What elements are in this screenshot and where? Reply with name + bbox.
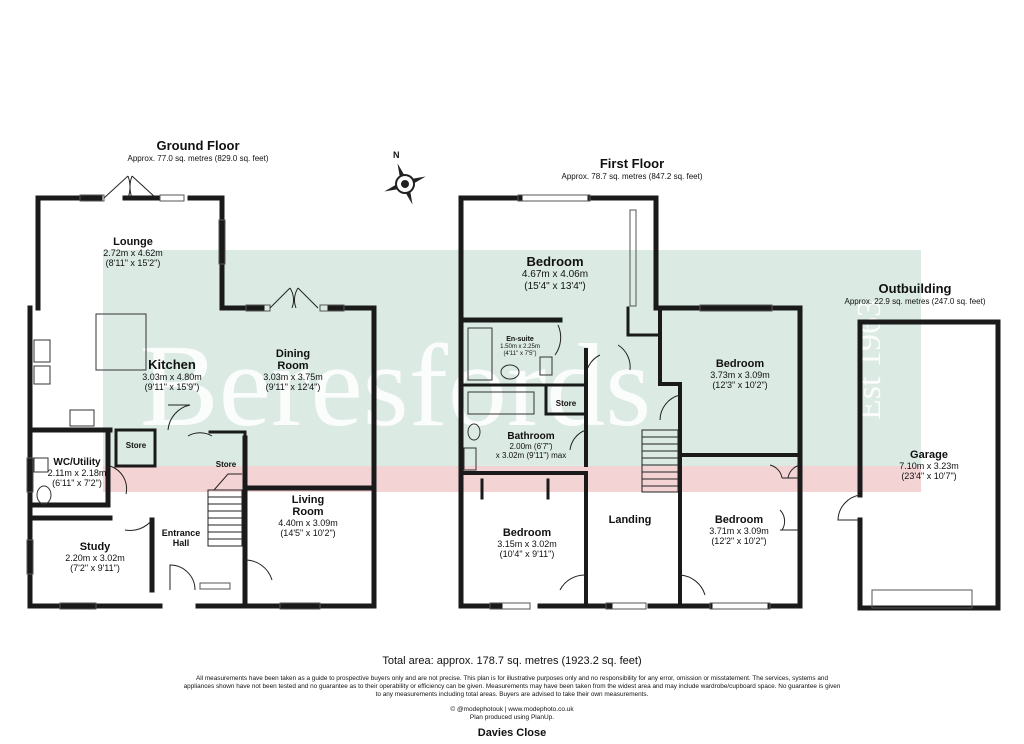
room-dims-imperial: (10'4" x 9'11") — [499, 549, 555, 559]
room-store-ff: Store — [555, 399, 577, 408]
ground-floor-area: Approx. 77.0 sq. metres (829.0 sq. feet) — [127, 154, 269, 163]
first-floor-walls — [458, 195, 803, 609]
ground-floor-walls — [27, 195, 377, 609]
room-wc-utility: WC/Utility 2.11m x 2.18m (6'11" x 7'2") — [37, 457, 117, 488]
room-dims-imperial: (6'11" x 7'2") — [52, 478, 102, 488]
room-entrance-hall: Entrance Hall — [155, 528, 207, 548]
room-landing: Landing — [608, 514, 652, 526]
credit-line1: © @modephotouk | www.modephoto.co.uk — [450, 706, 574, 713]
compass-icon — [384, 163, 426, 205]
room-name-line2: Room — [292, 506, 324, 518]
credit: © @modephotouk | www.modephoto.co.uk Pla… — [412, 706, 612, 722]
credit-line2: Plan produced using PlanUp. — [469, 714, 555, 721]
room-name: Kitchen — [148, 357, 196, 372]
room-study: Study 2.20m x 3.02m (7'2" x 9'11") — [50, 541, 140, 573]
room-name-line2: Hall — [172, 538, 190, 548]
room-name: Lounge — [113, 236, 153, 248]
room-name: WC/Utility — [53, 457, 101, 468]
room-dims-imperial: (9'11" x 15'9") — [144, 382, 200, 392]
room-name-line2: Room — [277, 360, 309, 372]
room-garage: Garage 7.10m x 3.23m (23'4" x 10'7") — [874, 449, 984, 481]
watermark-est: Est 1963 — [851, 300, 888, 420]
room-bedroom-2: Bedroom 3.73m x 3.09m (12'3" x 10'2") — [685, 358, 795, 390]
room-lounge: Lounge 2.72m x 4.62m (8'11" x 15'2") — [78, 236, 188, 268]
room-dims-metric: 3.73m x 3.09m — [710, 370, 770, 380]
room-dims-metric: 4.67m x 4.06m — [521, 269, 589, 280]
room-name: Bedroom — [715, 358, 765, 370]
room-name-line1: Dining — [275, 348, 311, 360]
total-area: Total area: approx. 178.7 sq. metres (19… — [382, 655, 642, 667]
room-dims-metric: 7.10m x 3.23m — [899, 461, 959, 471]
room-dims-metric: 3.71m x 3.09m — [709, 526, 769, 536]
room-bedroom-4: Bedroom 3.71m x 3.09m (12'2" x 10'2") — [684, 514, 794, 546]
room-bathroom: Bathroom 2.00m (6'7") x 3.02m (9'11") ma… — [476, 431, 586, 460]
room-bedroom-1: Bedroom 4.67m x 4.06m (15'4" x 13'4") — [490, 254, 620, 293]
room-living: Living Room 4.40m x 3.09m (14'5" x 10'2"… — [258, 494, 358, 538]
room-name: Garage — [910, 449, 948, 461]
room-name: Bedroom — [502, 527, 552, 539]
room-dims-imperial: (23'4" x 10'7") — [901, 471, 957, 481]
room-dining: Dining Room 3.03m x 3.75m (9'11" x 12'4"… — [243, 348, 343, 392]
outbuilding-area: Approx. 22.9 sq. metres (247.0 sq. feet) — [844, 297, 986, 306]
room-name: Bedroom — [526, 254, 584, 269]
room-name: Study — [79, 541, 111, 553]
room-name: Bathroom — [507, 431, 555, 442]
room-dims-metric: 3.03m x 4.80m — [142, 372, 202, 382]
room-name-line1: Living — [291, 494, 325, 506]
room-en-suite: En-suite 1.50m x 2.25m (4'11" x 7'5") — [492, 336, 548, 358]
fixtures — [33, 313, 553, 505]
room-dims-metric: 3.03m x 3.75m — [263, 372, 323, 382]
room-bedroom-3: Bedroom 3.15m x 3.02m (10'4" x 9'11") — [472, 527, 582, 559]
watermark-band — [103, 250, 921, 492]
room-name: Bedroom — [714, 514, 764, 526]
room-dims-imperial: (9'11" x 12'4") — [265, 382, 321, 392]
room-dims-imperial: x 3.02m (9'11") max — [495, 451, 567, 460]
room-name: En-suite — [506, 336, 534, 343]
room-dims-metric: 3.15m x 3.02m — [497, 539, 557, 549]
room-dims-imperial: (12'3" x 10'2") — [712, 380, 768, 390]
outbuilding-title: Outbuilding — [878, 281, 952, 296]
disclaimer-text: All measurements have been taken as a gu… — [183, 675, 841, 698]
first-floor-area: Approx. 78.7 sq. metres (847.2 sq. feet) — [561, 172, 703, 181]
doors — [103, 175, 861, 596]
stairs — [207, 429, 679, 547]
room-dims-imperial: (12'2" x 10'2") — [711, 536, 767, 546]
property-address: Davies Close — [477, 727, 547, 739]
room-dims-imperial: (7'2" x 9'11") — [70, 563, 120, 573]
room-store-1: Store — [125, 441, 147, 450]
room-store-2: Store — [215, 460, 237, 469]
garage-walls — [857, 319, 1001, 611]
ground-floor-title: Ground Floor — [156, 138, 240, 153]
compass-north-label: N — [393, 150, 400, 160]
first-floor-title: First Floor — [599, 156, 665, 171]
room-dims-imperial: (8'11" x 15'2") — [105, 258, 161, 268]
room-dims-metric: 1.50m x 2.25m — [500, 344, 540, 350]
room-dims-imperial: (14'5" x 10'2") — [280, 528, 336, 538]
room-name-line1: Entrance — [161, 528, 201, 538]
room-dims-imperial: (4'11" x 7'5") — [503, 351, 537, 357]
room-dims-metric: 2.11m x 2.18m — [47, 468, 107, 478]
room-dims-metric: 4.40m x 3.09m — [278, 518, 338, 528]
room-dims-imperial: (15'4" x 13'4") — [524, 281, 586, 292]
watermark-pink-strip — [103, 466, 921, 492]
room-dims-metric: 2.72m x 4.62m — [103, 248, 163, 258]
room-dims-metric: 2.00m (6'7") — [509, 442, 553, 451]
room-dims-metric: 2.20m x 3.02m — [65, 553, 125, 563]
room-kitchen: Kitchen 3.03m x 4.80m (9'11" x 15'9") — [117, 357, 227, 392]
